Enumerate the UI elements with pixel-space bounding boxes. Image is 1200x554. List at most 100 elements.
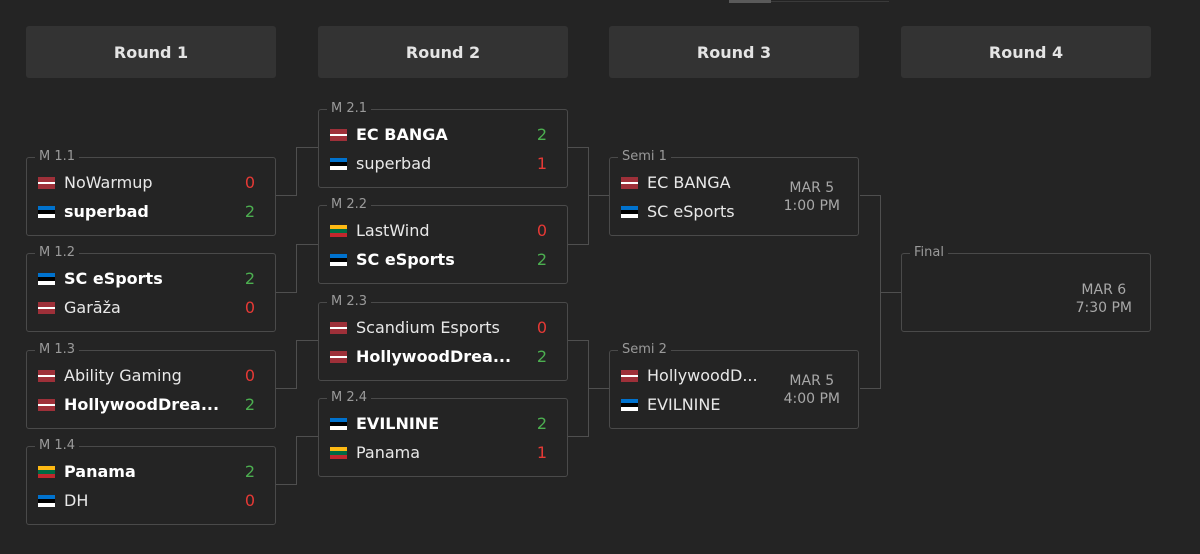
team-name: Garāža bbox=[64, 298, 121, 317]
match-label: M 1.2 bbox=[35, 244, 80, 262]
team-score: 0 bbox=[244, 491, 255, 510]
match-2-3[interactable]: M 2.3 Scandium Esports 0 HollywoodDrea..… bbox=[318, 293, 568, 381]
team-name: EVILNINE bbox=[356, 414, 440, 433]
match-2-1[interactable]: M 2.1 EC BANGA 2 superbad 1 bbox=[318, 100, 568, 188]
team-name: Panama bbox=[356, 443, 421, 462]
match-1-3[interactable]: M 1.3 Ability Gaming 0 HollywoodDrea... … bbox=[26, 341, 276, 429]
team-row[interactable]: DH 0 bbox=[38, 486, 255, 515]
team-score: 2 bbox=[536, 347, 547, 366]
latvia-flag-icon bbox=[330, 350, 347, 363]
team-row[interactable]: SC eSports 2 bbox=[38, 264, 255, 293]
match-semi-1[interactable]: Semi 1 EC BANGA SC eSports MAR 5 1:00 PM bbox=[609, 148, 859, 236]
team-name: EC BANGA bbox=[356, 125, 448, 144]
team-name: Panama bbox=[64, 462, 136, 481]
match-time: 7:30 PM bbox=[1075, 300, 1132, 316]
latvia-flag-icon bbox=[330, 128, 347, 141]
team-score: 2 bbox=[536, 414, 547, 433]
latvia-flag-icon bbox=[38, 398, 55, 411]
latvia-flag-icon bbox=[330, 321, 347, 334]
team-row[interactable]: HollywoodD... bbox=[621, 361, 758, 390]
lithuania-flag-icon bbox=[38, 465, 55, 478]
round-4-header[interactable]: Round 4 bbox=[901, 26, 1151, 78]
match-label: Final bbox=[910, 244, 948, 262]
match-2-2[interactable]: M 2.2 LastWind 0 SC eSports 2 bbox=[318, 196, 568, 284]
match-2-4[interactable]: M 2.4 EVILNINE 2 Panama 1 bbox=[318, 389, 568, 477]
team-score: 0 bbox=[244, 173, 255, 192]
team-score: 2 bbox=[536, 250, 547, 269]
team-row[interactable]: SC eSports 2 bbox=[330, 245, 547, 274]
team-name: SC eSports bbox=[64, 269, 163, 288]
team-row[interactable]: EVILNINE bbox=[621, 390, 758, 419]
estonia-flag-icon bbox=[38, 205, 55, 218]
team-score: 2 bbox=[244, 269, 255, 288]
team-name: HollywoodD... bbox=[647, 366, 758, 385]
match-time: 1:00 PM bbox=[783, 198, 840, 214]
match-1-1[interactable]: M 1.1 NoWarmup 0 superbad 2 bbox=[26, 148, 276, 236]
team-score: 0 bbox=[244, 298, 255, 317]
match-date: MAR 6 bbox=[1081, 282, 1127, 298]
team-name: DH bbox=[64, 491, 89, 510]
match-label: M 2.3 bbox=[327, 293, 372, 311]
team-row[interactable]: EC BANGA 2 bbox=[330, 120, 547, 149]
team-row[interactable]: LastWind 0 bbox=[330, 216, 547, 245]
round-3-header[interactable]: Round 3 bbox=[609, 26, 859, 78]
team-score: 2 bbox=[244, 202, 255, 221]
match-date: MAR 5 bbox=[789, 373, 835, 389]
team-name: HollywoodDrea... bbox=[64, 395, 220, 414]
match-time: 4:00 PM bbox=[783, 391, 840, 407]
round-2-header[interactable]: Round 2 bbox=[318, 26, 568, 78]
team-score: 0 bbox=[536, 221, 547, 240]
match-label: M 1.3 bbox=[35, 341, 80, 359]
estonia-flag-icon bbox=[38, 494, 55, 507]
match-datetime: MAR 5 4:00 PM bbox=[784, 372, 840, 408]
match-label: Semi 1 bbox=[618, 148, 671, 166]
latvia-flag-icon bbox=[38, 176, 55, 189]
team-row[interactable]: Scandium Esports 0 bbox=[330, 313, 547, 342]
match-final[interactable]: Final MAR 6 7:30 PM bbox=[901, 244, 1151, 332]
active-tab-indicator bbox=[729, 0, 771, 3]
team-score: 0 bbox=[536, 318, 547, 337]
team-name: EC BANGA bbox=[647, 173, 731, 192]
team-row[interactable]: HollywoodDrea... 2 bbox=[38, 390, 255, 419]
match-1-2[interactable]: M 1.2 SC eSports 2 Garāža 0 bbox=[26, 244, 276, 332]
team-row[interactable]: superbad 2 bbox=[38, 197, 255, 226]
team-row[interactable]: SC eSports bbox=[621, 197, 758, 226]
team-name: superbad bbox=[64, 202, 149, 221]
estonia-flag-icon bbox=[38, 272, 55, 285]
team-row[interactable]: NoWarmup 0 bbox=[38, 168, 255, 197]
team-row[interactable]: HollywoodDrea... 2 bbox=[330, 342, 547, 371]
team-name: LastWind bbox=[356, 221, 430, 240]
team-row[interactable]: superbad 1 bbox=[330, 149, 547, 178]
match-1-4[interactable]: M 1.4 Panama 2 DH 0 bbox=[26, 437, 276, 525]
estonia-flag-icon bbox=[330, 253, 347, 266]
round-1-header[interactable]: Round 1 bbox=[26, 26, 276, 78]
latvia-flag-icon bbox=[38, 369, 55, 382]
match-label: M 2.2 bbox=[327, 196, 372, 214]
team-name: SC eSports bbox=[356, 250, 455, 269]
team-name: HollywoodDrea... bbox=[356, 347, 512, 366]
team-name: Ability Gaming bbox=[64, 366, 182, 385]
team-name: superbad bbox=[356, 154, 432, 173]
team-row[interactable]: Ability Gaming 0 bbox=[38, 361, 255, 390]
lithuania-flag-icon bbox=[330, 446, 347, 459]
team-score: 1 bbox=[536, 154, 547, 173]
match-semi-2[interactable]: Semi 2 HollywoodD... EVILNINE MAR 5 4:00… bbox=[609, 341, 859, 429]
team-score: 2 bbox=[244, 462, 255, 481]
match-label: M 2.4 bbox=[327, 389, 372, 407]
tab-underline bbox=[771, 1, 889, 2]
estonia-flag-icon bbox=[621, 205, 638, 218]
team-name: SC eSports bbox=[647, 202, 735, 221]
team-name: Scandium Esports bbox=[356, 318, 500, 337]
latvia-flag-icon bbox=[621, 176, 638, 189]
team-row[interactable]: Garāža 0 bbox=[38, 293, 255, 322]
match-label: M 1.1 bbox=[35, 148, 80, 166]
team-row[interactable]: EVILNINE 2 bbox=[330, 409, 547, 438]
estonia-flag-icon bbox=[621, 398, 638, 411]
team-row[interactable]: EC BANGA bbox=[621, 168, 758, 197]
team-row[interactable]: Panama 2 bbox=[38, 457, 255, 486]
team-score: 2 bbox=[244, 395, 255, 414]
team-score: 1 bbox=[536, 443, 547, 462]
match-date: MAR 5 bbox=[789, 180, 835, 196]
team-row[interactable]: Panama 1 bbox=[330, 438, 547, 467]
team-name: NoWarmup bbox=[64, 173, 153, 192]
